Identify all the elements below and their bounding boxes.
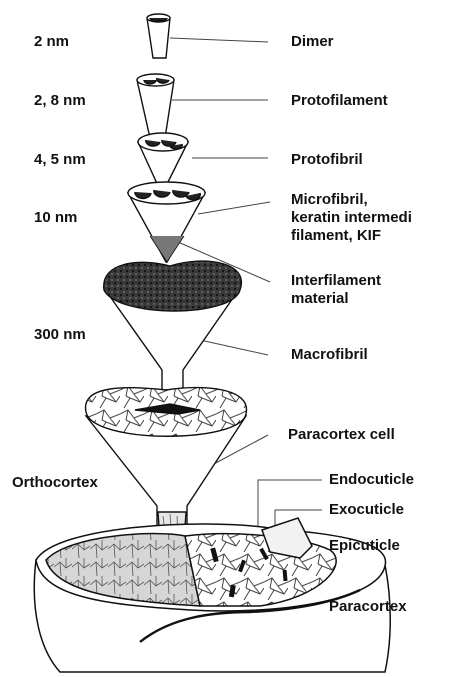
label-dimer: Dimer (291, 33, 334, 50)
label-interfilament-2: material (291, 290, 349, 307)
label-microfibril-1: Microfibril, (291, 191, 368, 208)
label-endocuticle: Endocuticle (329, 471, 414, 488)
label-orthocortex: Orthocortex (12, 474, 98, 491)
macrofibril-shape (104, 261, 242, 390)
scale-protofilament: 2, 8 nm (34, 92, 86, 109)
label-paracortex-cell: Paracortex cell (288, 426, 395, 443)
scale-macrofibril: 300 nm (34, 326, 86, 343)
label-protofilament: Protofilament (291, 92, 388, 109)
paracortex-cell-shape (86, 388, 247, 542)
scale-microfibril: 10 nm (34, 209, 77, 226)
microfibril-shape (128, 182, 205, 262)
dimer-shape (147, 14, 170, 58)
label-protofibril: Protofibril (291, 151, 363, 168)
label-interfilament-1: Interfilament (291, 272, 381, 289)
label-microfibril-2: keratin intermedi (291, 209, 412, 226)
label-macrofibril: Macrofibril (291, 346, 368, 363)
label-exocuticle: Exocuticle (329, 501, 404, 518)
label-paracortex: Paracortex (329, 598, 407, 615)
label-epicuticle: Epicuticle (329, 537, 400, 554)
scale-dimer: 2 nm (34, 33, 69, 50)
label-microfibril-3: filament, KIF (291, 227, 381, 244)
protofilament-shape (137, 74, 174, 138)
scale-protofibril: 4, 5 nm (34, 151, 86, 168)
